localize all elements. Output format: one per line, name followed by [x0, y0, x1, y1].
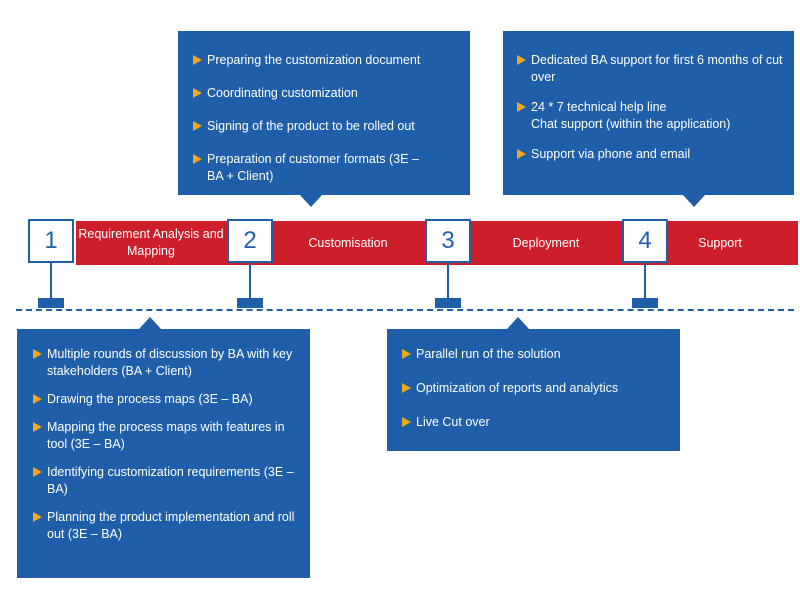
step-label-customisation: Customisation [308, 235, 388, 250]
step-number-3: 3 [425, 219, 471, 263]
step-label-deployment: Deployment [512, 235, 580, 250]
customisation-item: Coordinating customization [193, 85, 460, 102]
support-item-line: Chat support (within the application) [531, 117, 731, 131]
requirement-item: Multiple rounds of discussion by BA with… [33, 346, 302, 380]
requirement-item: Planning the product implementation and … [33, 509, 302, 543]
support-pointer [683, 195, 705, 207]
support-item: Support via phone and email [517, 146, 786, 163]
step-label-requirement: Requirement Analysis and Mapping [78, 227, 224, 258]
deployment-item: Parallel run of the solution [402, 346, 672, 363]
support-item: Dedicated BA support for first 6 months … [517, 52, 786, 86]
requirement-details-box: Multiple rounds of discussion by BA with… [17, 329, 310, 578]
customisation-item: Signing of the product to be rolled out [193, 118, 460, 135]
step-number-1: 1 [28, 219, 74, 263]
deployment-item: Live Cut over [402, 414, 672, 431]
requirement-pointer [139, 317, 161, 329]
support-details-box: Dedicated BA support for first 6 months … [503, 31, 794, 195]
requirement-item: Mapping the process maps with features i… [33, 419, 302, 453]
step-stem [249, 263, 251, 299]
step-number-4: 4 [622, 219, 668, 263]
step-stem [447, 263, 449, 299]
requirement-item: Drawing the process maps (3E – BA) [33, 391, 302, 408]
step-foot [237, 298, 263, 308]
deployment-pointer [507, 317, 529, 329]
requirement-item: Identifying customization requirements (… [33, 464, 302, 498]
step-foot [435, 298, 461, 308]
dashed-divider [16, 309, 794, 311]
step-stem [644, 263, 646, 299]
customisation-pointer [300, 195, 322, 207]
deployment-details-box: Parallel run of the solution Optimizatio… [387, 329, 680, 451]
customisation-item: Preparing the customization document [193, 52, 460, 69]
step-number-2: 2 [227, 219, 273, 263]
deployment-item: Optimization of reports and analytics [402, 380, 672, 397]
step-foot [632, 298, 658, 308]
step-label-support: Support [698, 235, 742, 250]
customisation-details-box: Preparing the customization document Coo… [178, 31, 470, 195]
step-stem [50, 263, 52, 299]
support-item: 24 * 7 technical help line Chat support … [517, 99, 786, 133]
step-foot [38, 298, 64, 308]
customisation-item: Preparation of customer formats (3E – BA… [193, 151, 437, 185]
support-item-line: 24 * 7 technical help line [531, 100, 667, 114]
